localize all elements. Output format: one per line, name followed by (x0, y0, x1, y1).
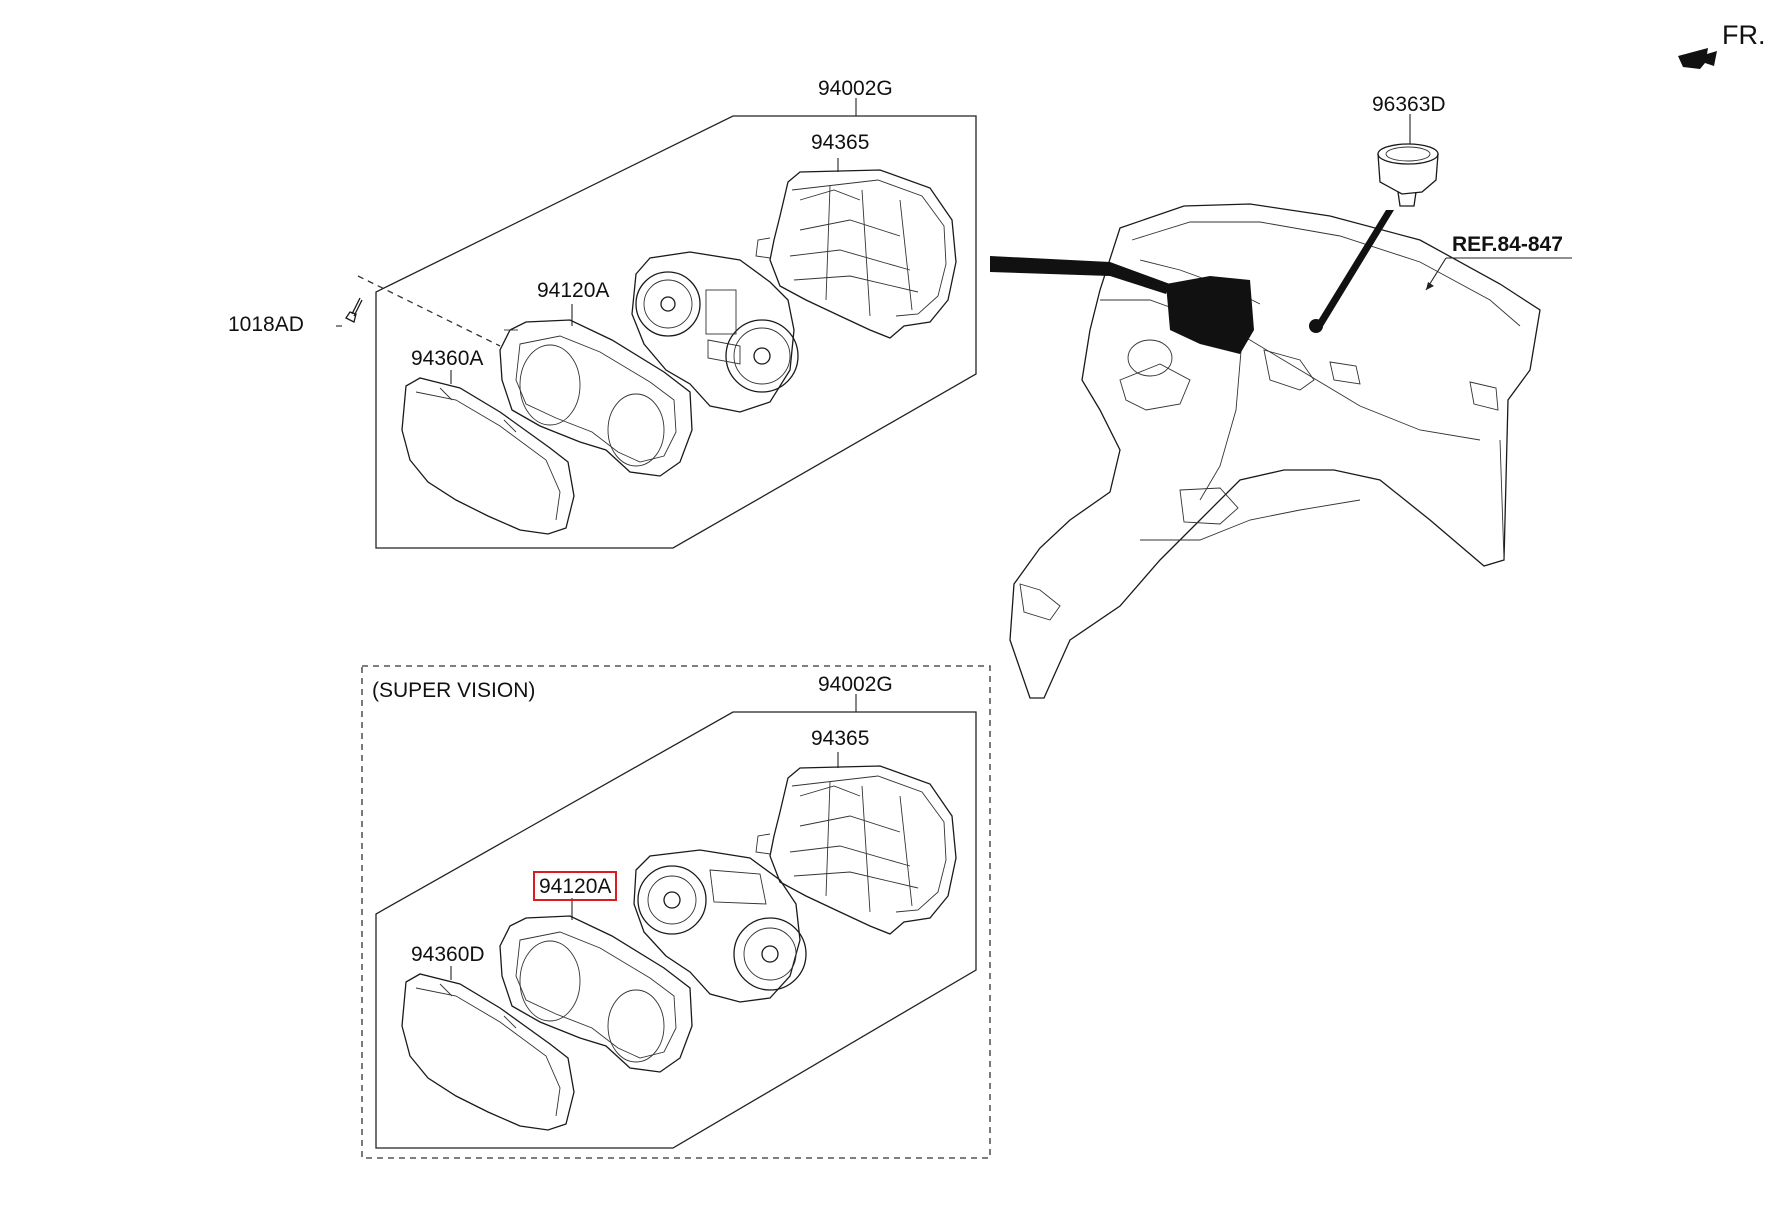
dashboard-illustration (990, 203, 1541, 699)
part-number-speaker[interactable]: 96363D (1372, 93, 1446, 116)
part-number-top-glass[interactable]: 94360A (411, 347, 484, 370)
reference-label[interactable]: REF.84-847 (1452, 233, 1563, 256)
part-number-bottom-assembly[interactable]: 94002G (818, 673, 893, 696)
bottom-gauge-part (633, 849, 807, 1003)
ref-leader (1425, 257, 1572, 291)
top-assembly-frame (375, 98, 977, 549)
part-number-top-gauge[interactable]: 94120A (537, 279, 610, 302)
top-bezel-part (499, 304, 693, 477)
part-number-bottom-glass[interactable]: 94360D (411, 943, 485, 966)
speaker-part (1377, 114, 1439, 207)
bottom-assembly-frame (375, 694, 977, 1149)
part-number-screw[interactable]: 1018AD (228, 313, 304, 336)
front-direction-arrow-icon (1678, 48, 1717, 69)
variant-title: (SUPER VISION) (372, 679, 536, 702)
part-number-bottom-gauge-highlighted[interactable]: 94120A (533, 871, 618, 901)
bottom-housing-part (755, 752, 957, 935)
front-direction-label: FR. (1722, 20, 1766, 50)
top-housing-part (755, 158, 957, 339)
bottom-bezel-part (499, 898, 693, 1073)
part-number-bottom-housing[interactable]: 94365 (811, 727, 870, 750)
bottom-glass-part (401, 966, 575, 1131)
part-number-top-housing[interactable]: 94365 (811, 131, 870, 154)
super-vision-dashed-frame (361, 665, 991, 1159)
cluster-location-highlight (1166, 276, 1254, 354)
top-gauge-part (631, 251, 799, 413)
part-number-top-assembly[interactable]: 94002G (818, 77, 893, 100)
top-glass-part (401, 370, 575, 535)
screw-part (336, 275, 501, 347)
